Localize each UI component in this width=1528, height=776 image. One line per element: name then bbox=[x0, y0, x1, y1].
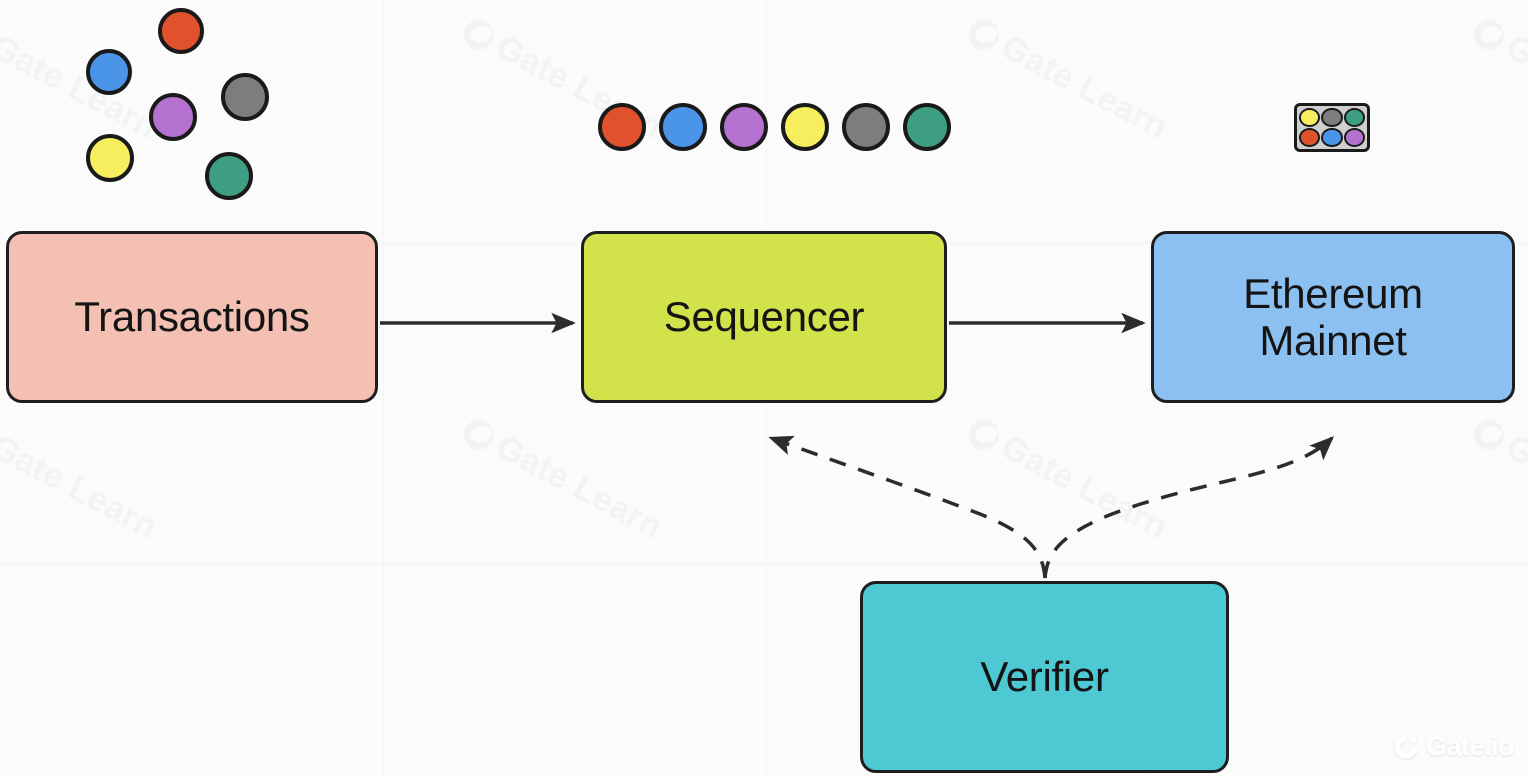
compressed-batch-block bbox=[1294, 103, 1370, 152]
scattered-transaction-circle bbox=[221, 73, 269, 121]
compressed-transaction-dot bbox=[1299, 128, 1321, 147]
node-sequencer[interactable]: Sequencer bbox=[581, 231, 947, 403]
node-verifier-label: Verifier bbox=[980, 653, 1109, 701]
node-verifier[interactable]: Verifier bbox=[860, 581, 1229, 773]
sequenced-transaction-circle bbox=[598, 103, 646, 151]
sequenced-transaction-circle bbox=[720, 103, 768, 151]
scattered-transaction-circle bbox=[158, 8, 204, 54]
node-ethereum-label-line1: Ethereum bbox=[1243, 269, 1423, 317]
sequenced-transaction-circle bbox=[903, 103, 951, 151]
node-ethereum-mainnet-label: Ethereum Mainnet bbox=[1243, 270, 1423, 364]
gateio-logo: Gate.io bbox=[1392, 731, 1515, 762]
node-transactions[interactable]: Transactions bbox=[6, 231, 378, 403]
scattered-transaction-circle bbox=[149, 93, 197, 141]
compressed-transaction-dot bbox=[1343, 108, 1365, 127]
node-sequencer-label: Sequencer bbox=[663, 293, 865, 341]
compressed-transaction-dot bbox=[1343, 128, 1365, 147]
node-ethereum-mainnet[interactable]: Ethereum Mainnet bbox=[1151, 231, 1515, 403]
gate-logo-icon bbox=[1394, 734, 1418, 759]
scattered-transaction-circle bbox=[86, 134, 134, 182]
sequenced-transaction-circle bbox=[659, 103, 707, 151]
gate-logo-text: Gate.io bbox=[1425, 731, 1515, 761]
scattered-transaction-circle bbox=[205, 152, 253, 200]
compressed-transaction-dot bbox=[1299, 108, 1321, 127]
sequenced-transaction-circle bbox=[842, 103, 890, 151]
scattered-transaction-circle bbox=[86, 49, 132, 95]
compressed-transaction-dot bbox=[1321, 128, 1343, 147]
node-ethereum-label-line2: Mainnet bbox=[1259, 317, 1407, 364]
compressed-transaction-dot bbox=[1321, 108, 1343, 127]
sequenced-transaction-circle bbox=[781, 103, 829, 151]
node-transactions-label: Transactions bbox=[74, 293, 310, 341]
